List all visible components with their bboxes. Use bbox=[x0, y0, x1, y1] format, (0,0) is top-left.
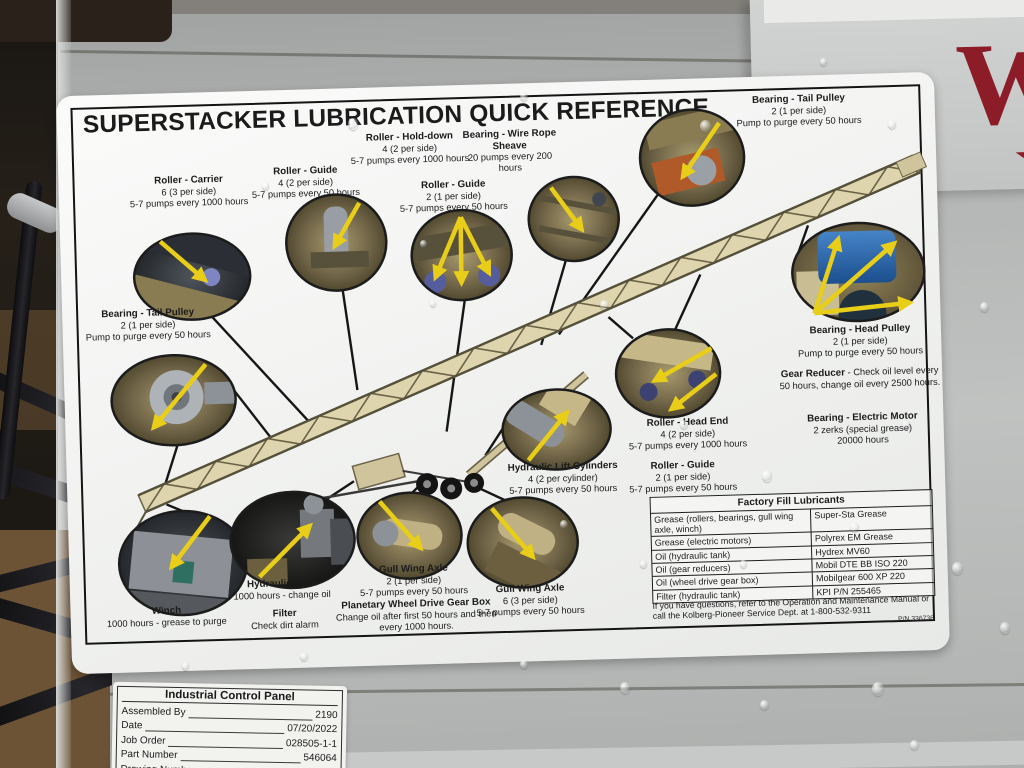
table-cell-value: Super-Sta Grease bbox=[814, 507, 887, 520]
wheels bbox=[416, 472, 485, 500]
sticker-value: 546064 bbox=[303, 752, 337, 765]
logo-star-icon: ★ bbox=[1011, 123, 1024, 193]
callout-label-tail-pulley-top: Bearing - Tail Pulley 2 (1 per side) Pum… bbox=[723, 92, 874, 130]
callout-photo-hydraulic-tank bbox=[229, 490, 356, 590]
callout-label-roller-head-end: Roller - Head End 4 (2 per side) 5-7 pum… bbox=[612, 415, 763, 453]
sticker-label: Assembled By bbox=[121, 705, 186, 718]
callout-label-roller-carrier: Roller - Carrier 6 (3 per side) 5-7 pump… bbox=[118, 173, 259, 210]
hose-area bbox=[0, 60, 112, 768]
conveyor-truss bbox=[133, 151, 928, 533]
callout-label-gull-wing-axle-2: Gull Wing Axle 2 (1 per side) 5-7 pumps … bbox=[343, 562, 484, 599]
callout-label-hydraulic-tank: Hydraulic Tank 1000 hours - change oil bbox=[212, 576, 353, 602]
sticker-label: Part Number bbox=[120, 748, 178, 762]
callout-label-gear-reducer: Gear Reducer - Check oil level every 50 … bbox=[778, 365, 942, 392]
sticker-label: Date bbox=[121, 719, 143, 732]
callout-label-winch: Winch 1000 hours - grease to purge bbox=[106, 604, 227, 630]
factory-fill-lubricants-table: Factory Fill Lubricants Grease (rollers,… bbox=[649, 489, 936, 604]
conveyor-diagram-svg bbox=[110, 108, 928, 617]
callout-label-wire-rope-sheave: Bearing - Wire Rope Sheave 20 pumps ever… bbox=[455, 127, 564, 175]
grease-point-arrows bbox=[150, 121, 915, 579]
callout-label-head-pulley: Bearing - Head Pulley 2 (1 per side) Pum… bbox=[780, 322, 941, 360]
sticker-label: Job Order bbox=[120, 734, 166, 747]
callout-label-tail-pulley-left: Bearing - Tail Pulley 2 (1 per side) Pum… bbox=[80, 306, 216, 343]
water-droplet bbox=[760, 700, 769, 711]
sticker-label: Drawing Number bbox=[120, 763, 195, 768]
callout-line: 20 pumps every 200 hours bbox=[467, 150, 553, 174]
water-droplet bbox=[1000, 622, 1010, 634]
callout-label-filter: Filter Check dirt alarm bbox=[230, 607, 341, 633]
sticker-value: 07/20/2022 bbox=[287, 723, 338, 736]
fill-line bbox=[188, 706, 313, 721]
callout-label-roller-guide-mid: Roller - Guide 2 (1 per side) 5-7 pumps … bbox=[386, 177, 522, 214]
fill-line bbox=[180, 750, 301, 764]
sticker-value: 028505-1-1 bbox=[285, 737, 338, 750]
callout-title: Bearing - Wire Rope Sheave bbox=[462, 127, 557, 152]
sticker-value: 2190 bbox=[315, 709, 338, 721]
callout-label-electric-motor: Bearing - Electric Motor 2 zerks (specia… bbox=[782, 410, 943, 448]
water-droplet bbox=[952, 562, 963, 575]
table-cell-item: Grease (rollers, bearings, gull wing axl… bbox=[650, 508, 812, 537]
callout-label-roller-guide-top: Roller - Guide 4 (2 per side) 5-7 pumps … bbox=[239, 164, 372, 201]
callout-title: Gear Reducer bbox=[780, 367, 846, 381]
background-dark-top-left bbox=[0, 0, 172, 42]
industrial-control-panel-sticker: Industrial Control Panel Assembled By 21… bbox=[110, 681, 348, 768]
callout-photo-lift-cylinders bbox=[501, 388, 612, 471]
callout-label-gull-wing-axle-6: Gull Wing Axle 6 (3 per side) 5-7 pumps … bbox=[470, 582, 591, 619]
water-droplet bbox=[980, 302, 989, 313]
cabinet-bottom-band bbox=[289, 740, 1024, 768]
callout-label-lift-cylinders: Hydraulic Lift Cylinders 4 (2 per cylind… bbox=[488, 459, 639, 497]
sticker-border: Industrial Control Panel Assembled By 21… bbox=[114, 685, 344, 768]
fill-line bbox=[168, 735, 283, 749]
lubrication-placard: SUPERSTACKER LUBRICATION QUICK REFERENCE bbox=[56, 71, 950, 675]
